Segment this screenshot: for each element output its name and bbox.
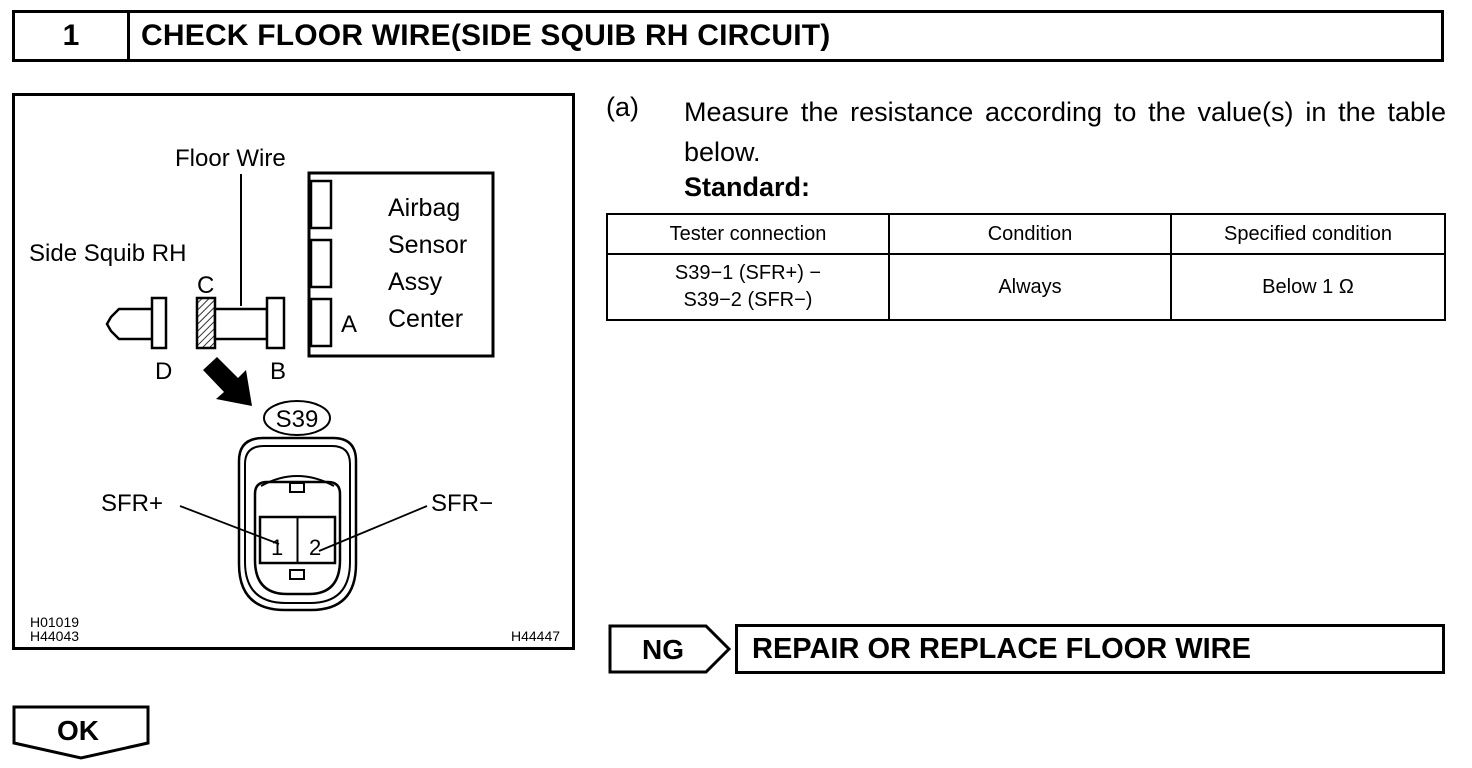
airbag-label-3: Assy: [388, 268, 443, 296]
key-tab: [289, 569, 305, 580]
connector-b: [265, 296, 286, 350]
ng-arrow-shape: NG: [608, 624, 732, 674]
latch-tab: [289, 482, 305, 493]
table-header-row: Tester connection Condition Specified co…: [606, 213, 1446, 255]
ng-arrow-box: NG: [608, 624, 732, 679]
step-number: 1: [15, 13, 130, 59]
connector-diagram: Floor Wire Airbag Sensor Assy Center A S…: [29, 145, 560, 644]
connector-d: [150, 296, 168, 350]
sensor-slot-a: [309, 297, 333, 348]
step-instruction: Measure the resistance according to the …: [684, 97, 1446, 167]
floor-wire-segment: [213, 307, 269, 341]
sensor-slot: [309, 179, 333, 230]
connector-b-label: B: [270, 358, 286, 385]
pin-1-label: 1: [271, 535, 283, 560]
sensor-slot: [309, 238, 333, 289]
column-header: Tester connection: [606, 213, 890, 255]
connector-face-rim: [244, 445, 351, 604]
wiring-figure: Floor Wire Airbag Sensor Assy Center A S…: [12, 93, 575, 650]
ng-action-text: REPAIR OR REPLACE FLOOR WIRE: [752, 632, 1251, 665]
sfr-plus-label: SFR+: [101, 490, 163, 517]
condition-cell: Always: [888, 253, 1172, 321]
sfr-minus-leader: [318, 505, 428, 552]
tester-connection-line: S39−2 (SFR−): [683, 289, 813, 311]
ng-label: NG: [642, 634, 684, 665]
airbag-label-4: Center: [388, 305, 463, 333]
standard-label: Standard:: [684, 172, 811, 202]
connector-c: [195, 296, 217, 350]
floor-wire-label: Floor Wire: [175, 145, 286, 172]
tester-connection-cell: S39−1 (SFR+) − S39−2 (SFR−): [606, 253, 890, 321]
ref-code-1: H01019: [30, 614, 79, 630]
airbag-label-1: Airbag: [388, 194, 460, 222]
ok-arrow-shape: OK: [12, 705, 150, 760]
side-squib-label: Side Squib RH: [29, 240, 186, 267]
column-header: Condition: [888, 213, 1172, 255]
pointer-arrow-icon: [203, 357, 252, 406]
connector-face-inner: [253, 480, 342, 596]
ng-action-box: REPAIR OR REPLACE FLOOR WIRE: [735, 624, 1445, 674]
sfr-plus-leader: [179, 505, 280, 545]
step-letter: (a): [606, 92, 639, 122]
pin-2-label: 2: [309, 535, 321, 560]
step-title: CHECK FLOOR WIRE(SIDE SQUIB RH CIRCUIT): [141, 19, 831, 52]
tester-connection-line: S39−1 (SFR+) −: [674, 262, 822, 284]
airbag-label-2: Sensor: [388, 231, 467, 259]
step-header: 1 CHECK FLOOR WIRE(SIDE SQUIB RH CIRCUIT…: [12, 10, 1444, 62]
connector-id-oval: [263, 400, 331, 436]
connector-id-label: S39: [276, 406, 319, 433]
sfr-minus-label: SFR−: [431, 490, 493, 517]
connector-c-label: C: [197, 272, 214, 299]
ref-code-3: H44447: [511, 628, 560, 644]
ok-arrow-box: OK: [12, 705, 152, 766]
ok-label: OK: [57, 715, 99, 746]
latch-arc: [260, 475, 335, 487]
airbag-sensor-box: [307, 171, 495, 358]
ref-code-2: H44043: [30, 628, 79, 644]
connector-a-label: A: [341, 311, 357, 338]
spec-table: Tester connection Condition Specified co…: [606, 213, 1446, 321]
column-header: Specified condition: [1170, 213, 1446, 255]
table-row: S39−1 (SFR+) − S39−2 (SFR−) Always Below…: [606, 253, 1446, 321]
connector-d-label: D: [155, 358, 172, 385]
specified-condition-cell: Below 1 Ω: [1170, 253, 1446, 321]
squib-body: [105, 307, 152, 341]
